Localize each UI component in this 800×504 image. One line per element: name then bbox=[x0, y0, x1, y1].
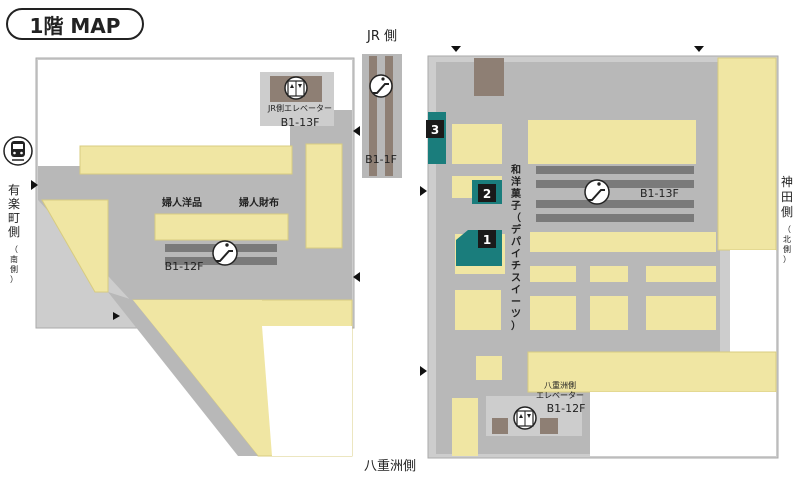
svg-text:イ: イ bbox=[511, 284, 521, 296]
jr-elevator-label: JR側エレベーター bbox=[267, 103, 332, 113]
entrance-arrows bbox=[31, 46, 704, 376]
escalator-b1-13f-label: B1-13F bbox=[640, 187, 679, 200]
shop-r13 bbox=[476, 356, 502, 380]
shop-r10 bbox=[530, 296, 576, 330]
yaesu-elevator-label-1: 八重洲側 bbox=[544, 380, 576, 390]
escalator-b1-12f-label: B1-12F bbox=[165, 260, 204, 273]
jr-escalator-rail-b bbox=[385, 56, 393, 176]
svg-text:）: ） bbox=[783, 255, 791, 264]
map-title: 1階 MAP bbox=[6, 8, 144, 40]
left-shop-lower bbox=[154, 213, 289, 241]
yaesu-elevator-label-2: エレベーター bbox=[536, 391, 584, 400]
svg-text:菓: 菓 bbox=[510, 187, 522, 200]
marker-2-bg bbox=[478, 184, 496, 202]
shop-marker-2: 2 bbox=[483, 187, 491, 201]
yaesu-elevator-car-b bbox=[540, 418, 558, 434]
svg-text:南: 南 bbox=[10, 254, 18, 264]
svg-text:デ: デ bbox=[511, 223, 522, 236]
kanda-side-label: 神 田 側 （ 北 側 ） bbox=[781, 175, 793, 264]
svg-text:側: 側 bbox=[781, 205, 793, 219]
shop-r9 bbox=[455, 290, 501, 330]
entrance-arrow bbox=[353, 272, 360, 282]
svg-text:側: 側 bbox=[10, 264, 18, 274]
yurakucho-side-label: 有 楽 町 側 （ 南 側 ） bbox=[8, 183, 20, 284]
shop-marker-3: 3 bbox=[431, 123, 439, 137]
left-shop-south-inner bbox=[133, 300, 262, 370]
stairs-b1-13f-a bbox=[536, 166, 694, 174]
escalator-icon bbox=[212, 240, 238, 266]
shop-r12 bbox=[646, 296, 716, 330]
right-building bbox=[426, 55, 779, 459]
svg-text:有: 有 bbox=[8, 183, 20, 197]
yaesu-elevator-floors: B1-12F bbox=[547, 402, 586, 415]
wagashi-label: 和 洋 菓 子 （ デ パ イ チ ス イ ー ツ ） bbox=[510, 163, 522, 332]
jr-escalator-rail-a bbox=[369, 56, 377, 176]
shop-r15 bbox=[452, 398, 478, 456]
svg-text:子: 子 bbox=[511, 200, 521, 212]
marker-1-bg bbox=[478, 230, 496, 248]
svg-text:（: （ bbox=[10, 245, 18, 254]
entrance-arrow bbox=[451, 46, 461, 52]
entrance-arrow bbox=[113, 312, 120, 320]
jr-side-label: JR 側 bbox=[366, 29, 397, 44]
entrance-arrow bbox=[694, 46, 704, 52]
shop-r8 bbox=[646, 266, 716, 282]
shop-northeast bbox=[717, 57, 777, 251]
shop-r5 bbox=[530, 232, 716, 252]
shop-r11 bbox=[590, 296, 628, 330]
svg-text:イ: イ bbox=[511, 248, 521, 260]
svg-text:町: 町 bbox=[8, 211, 20, 225]
stairs-b1-13f-b bbox=[536, 180, 694, 188]
svg-text:ス: ス bbox=[511, 272, 521, 284]
entrance-arrow bbox=[353, 126, 360, 136]
svg-text:（: （ bbox=[511, 211, 521, 224]
left-building bbox=[35, 57, 355, 457]
marker-3-bg bbox=[426, 120, 444, 138]
entrance-arrow bbox=[420, 186, 427, 196]
escalator-icon bbox=[584, 179, 610, 205]
shop-r6 bbox=[530, 266, 576, 282]
yaesu-elevator-car-a bbox=[492, 418, 508, 434]
svg-text:洋: 洋 bbox=[511, 175, 521, 188]
left-void-south bbox=[262, 326, 352, 456]
svg-text:和: 和 bbox=[510, 163, 521, 176]
escalator-b1-1f-label: B1-1F bbox=[365, 153, 397, 166]
svg-text:チ: チ bbox=[511, 260, 521, 272]
shop-r2 bbox=[528, 120, 696, 164]
elevator-icon bbox=[513, 406, 537, 430]
svg-text:田: 田 bbox=[781, 190, 793, 204]
entrance-arrow bbox=[31, 180, 38, 190]
escalator-icon bbox=[369, 74, 393, 98]
svg-text:）: ） bbox=[511, 319, 521, 332]
svg-text:パ: パ bbox=[511, 236, 521, 248]
shop-ladies-western: 婦人洋品 bbox=[161, 196, 202, 209]
right-stair-top bbox=[474, 58, 504, 96]
jr-elevator-floors: B1-13F bbox=[281, 116, 320, 129]
left-diagonal-corridor bbox=[108, 292, 258, 456]
train-icon bbox=[3, 136, 33, 166]
jr-escalator bbox=[362, 54, 402, 178]
svg-text:神: 神 bbox=[781, 175, 793, 189]
svg-text:側: 側 bbox=[783, 244, 791, 254]
svg-text:ー: ー bbox=[511, 297, 521, 308]
svg-text:）: ） bbox=[10, 275, 18, 284]
stairs-b1-13f-d bbox=[536, 214, 694, 222]
yaesu-side-label: 八重洲側 bbox=[364, 458, 416, 474]
left-shop-east bbox=[305, 143, 343, 249]
elevator-icon bbox=[284, 76, 308, 100]
right-void-south bbox=[590, 392, 776, 456]
shop-ladies-wallet: 婦人財布 bbox=[238, 196, 279, 209]
shop-r1 bbox=[452, 124, 502, 164]
entrance-arrow bbox=[420, 366, 427, 376]
stairs-b1-13f-c bbox=[536, 200, 694, 208]
svg-text:側: 側 bbox=[8, 225, 20, 239]
left-shop-strip bbox=[79, 145, 293, 175]
shop-r7 bbox=[590, 266, 628, 282]
svg-text:ツ: ツ bbox=[511, 308, 521, 320]
svg-text:楽: 楽 bbox=[8, 197, 20, 211]
svg-text:（: （ bbox=[783, 225, 791, 234]
svg-text:北: 北 bbox=[783, 235, 791, 244]
shop-marker-1: 1 bbox=[483, 233, 491, 247]
